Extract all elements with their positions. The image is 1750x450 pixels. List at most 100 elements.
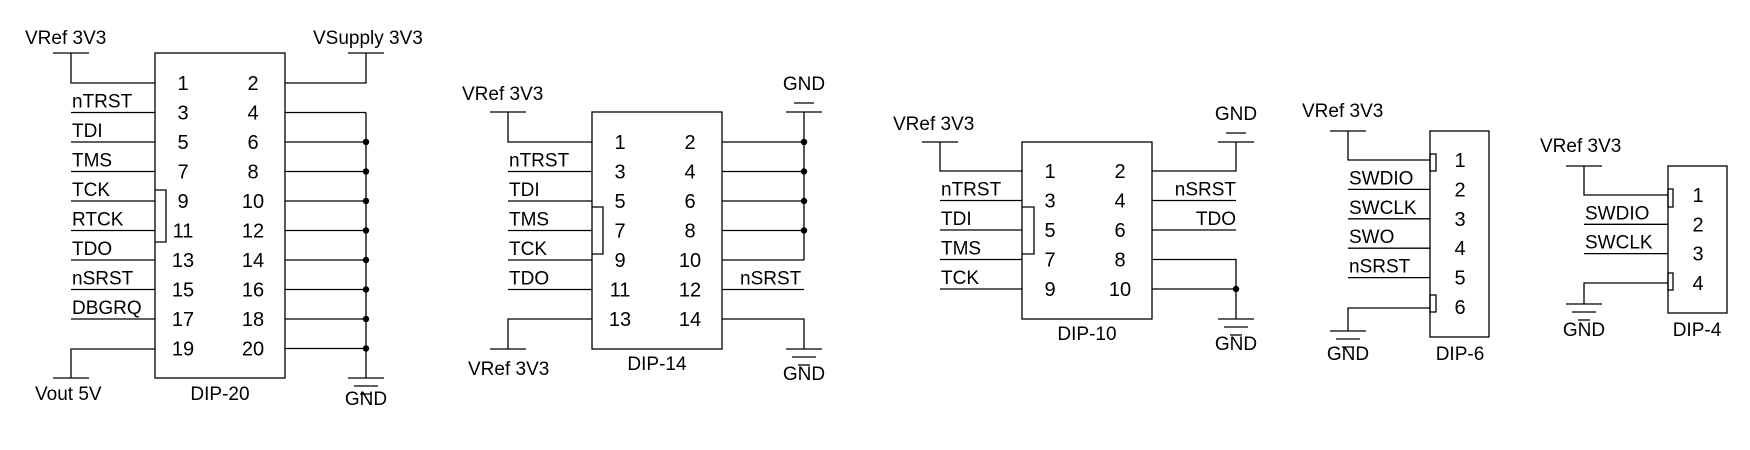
pin-number: 10 [1109, 279, 1131, 301]
pin-number: 16 [242, 280, 264, 302]
vref-label: VRef 3V3 [25, 28, 106, 49]
pin-number: 1 [177, 73, 188, 95]
signal-label: nSRST [1349, 257, 1411, 278]
signal-label: SWO [1349, 227, 1394, 248]
pin-number: 5 [1454, 268, 1465, 290]
pin-number: 9 [177, 191, 188, 213]
pin-number: 13 [609, 309, 631, 331]
ground-symbol [1218, 318, 1254, 336]
pin-bracket [1022, 206, 1035, 255]
pin-number: 1 [1454, 150, 1465, 172]
signal-label: nTRST [509, 151, 570, 172]
pin-number: 9 [1044, 279, 1055, 301]
pin-number: 18 [242, 309, 264, 331]
wire [70, 348, 155, 378]
connector-title: DIP-10 [1057, 324, 1116, 345]
pin-bracket [155, 189, 167, 243]
pin-number: 1 [614, 132, 625, 154]
pin-number: 2 [247, 73, 258, 95]
pin-number: 3 [1692, 244, 1703, 266]
pin-key-tab [1667, 188, 1674, 208]
connector-title: DIP-4 [1673, 320, 1722, 341]
pin-number: 17 [172, 309, 194, 331]
pin-number: 12 [242, 221, 264, 243]
signal-label: TDI [72, 121, 103, 142]
wire [1152, 258, 1237, 319]
pin-number: 4 [1114, 191, 1125, 213]
pin-number: 4 [1454, 238, 1465, 260]
connector-body [1667, 165, 1728, 314]
pin-number: 8 [1114, 250, 1125, 272]
wire [507, 318, 592, 349]
signal-label: DBGRQ [72, 298, 142, 319]
pin-number: 14 [242, 250, 264, 272]
ground-symbol [786, 102, 822, 113]
pin-number: 6 [684, 191, 695, 213]
wire [285, 53, 367, 84]
signal-label: SWCLK [1349, 198, 1417, 219]
pin-number: 5 [614, 191, 625, 213]
wire [1583, 282, 1668, 304]
wire [1347, 307, 1430, 331]
pin-number: 6 [247, 132, 258, 154]
gnd-label: GND [783, 364, 825, 385]
pin-number: 2 [1692, 214, 1703, 236]
ground-symbol [786, 348, 822, 366]
wire [1152, 142, 1237, 172]
pin-bracket [592, 206, 604, 255]
pin-number: 12 [679, 280, 701, 302]
wire [70, 53, 155, 84]
vref-label: VRef 3V3 [468, 359, 549, 380]
vout-label: Vout 5V [35, 384, 102, 405]
connector-body [1429, 130, 1490, 338]
connector-title: DIP-20 [190, 384, 249, 405]
signal-label: RTCK [72, 210, 124, 231]
junction-dot [1232, 285, 1240, 293]
signal-label: nSRST [72, 269, 134, 290]
pin-number: 11 [610, 280, 631, 302]
signal-label: TMS [72, 151, 112, 172]
pin-number: 4 [1692, 273, 1703, 295]
signal-label: nTRST [72, 92, 133, 113]
gnd-label: GND [1563, 320, 1605, 341]
pin-number: 10 [679, 250, 701, 272]
pin-number: 7 [1044, 250, 1055, 272]
pin-number: 1 [1044, 161, 1055, 183]
signal-label: TDO [1196, 209, 1236, 230]
connector-body [154, 52, 286, 379]
ground-symbol [1218, 132, 1254, 143]
signal-label: nSRST [1175, 180, 1237, 201]
ground-symbol [1566, 303, 1602, 321]
vref-label: VRef 3V3 [1302, 101, 1383, 122]
wire [722, 318, 805, 349]
vref-label: VRef 3V3 [462, 84, 543, 105]
pin-key-tab [1429, 294, 1437, 313]
ground-symbol [348, 377, 384, 395]
pin-number: 3 [614, 162, 625, 184]
connector-title: DIP-6 [1436, 344, 1485, 365]
pin-key-tab [1429, 153, 1437, 172]
gnd-label: GND [783, 74, 825, 95]
pin-number: 6 [1454, 297, 1465, 319]
signal-label: SWCLK [1585, 233, 1653, 254]
pin-number: 8 [684, 221, 695, 243]
pin-number: 5 [1044, 220, 1055, 242]
pin-key-tab [1667, 272, 1674, 291]
pin-number: 14 [679, 309, 701, 331]
signal-label: SWDIO [1585, 203, 1649, 224]
vsupply-label: VSupply 3V3 [313, 28, 423, 49]
vref-label: VRef 3V3 [893, 114, 974, 135]
gnd-label: GND [1215, 334, 1257, 355]
signal-label: TCK [941, 268, 979, 289]
signal-label: nSRST [740, 269, 802, 290]
wire [507, 112, 592, 143]
signal-label: SWDIO [1349, 168, 1413, 189]
pin-number: 11 [173, 221, 194, 243]
pin-number: 7 [177, 162, 188, 184]
signal-label: TCK [72, 180, 110, 201]
signal-label: TDO [509, 269, 549, 290]
signal-label: TDO [72, 239, 112, 260]
